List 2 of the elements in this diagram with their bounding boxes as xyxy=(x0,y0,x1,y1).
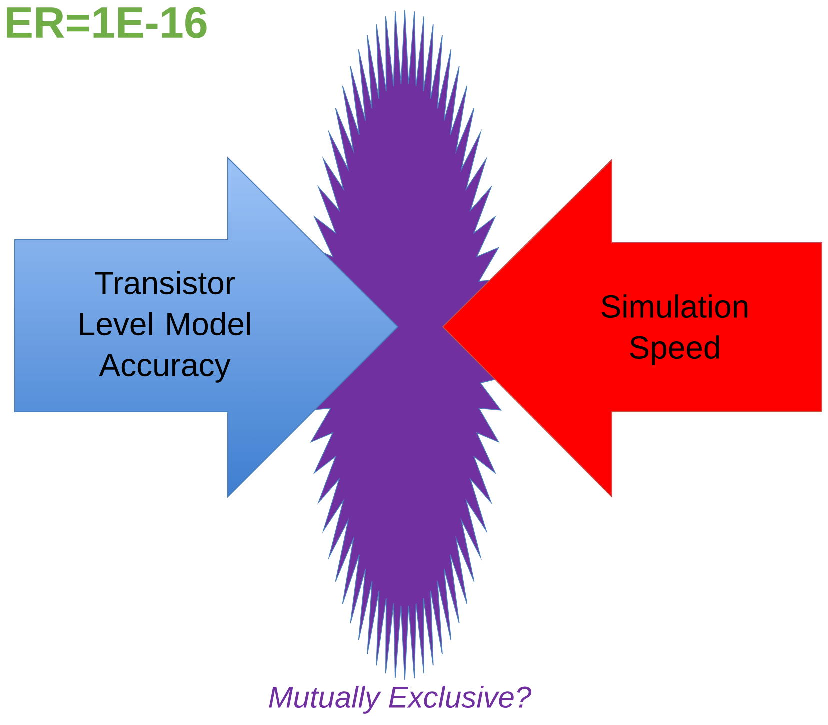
title: ER=1E-16 xyxy=(7,7,207,38)
caption: Mutually Exclusive? xyxy=(269,686,532,714)
